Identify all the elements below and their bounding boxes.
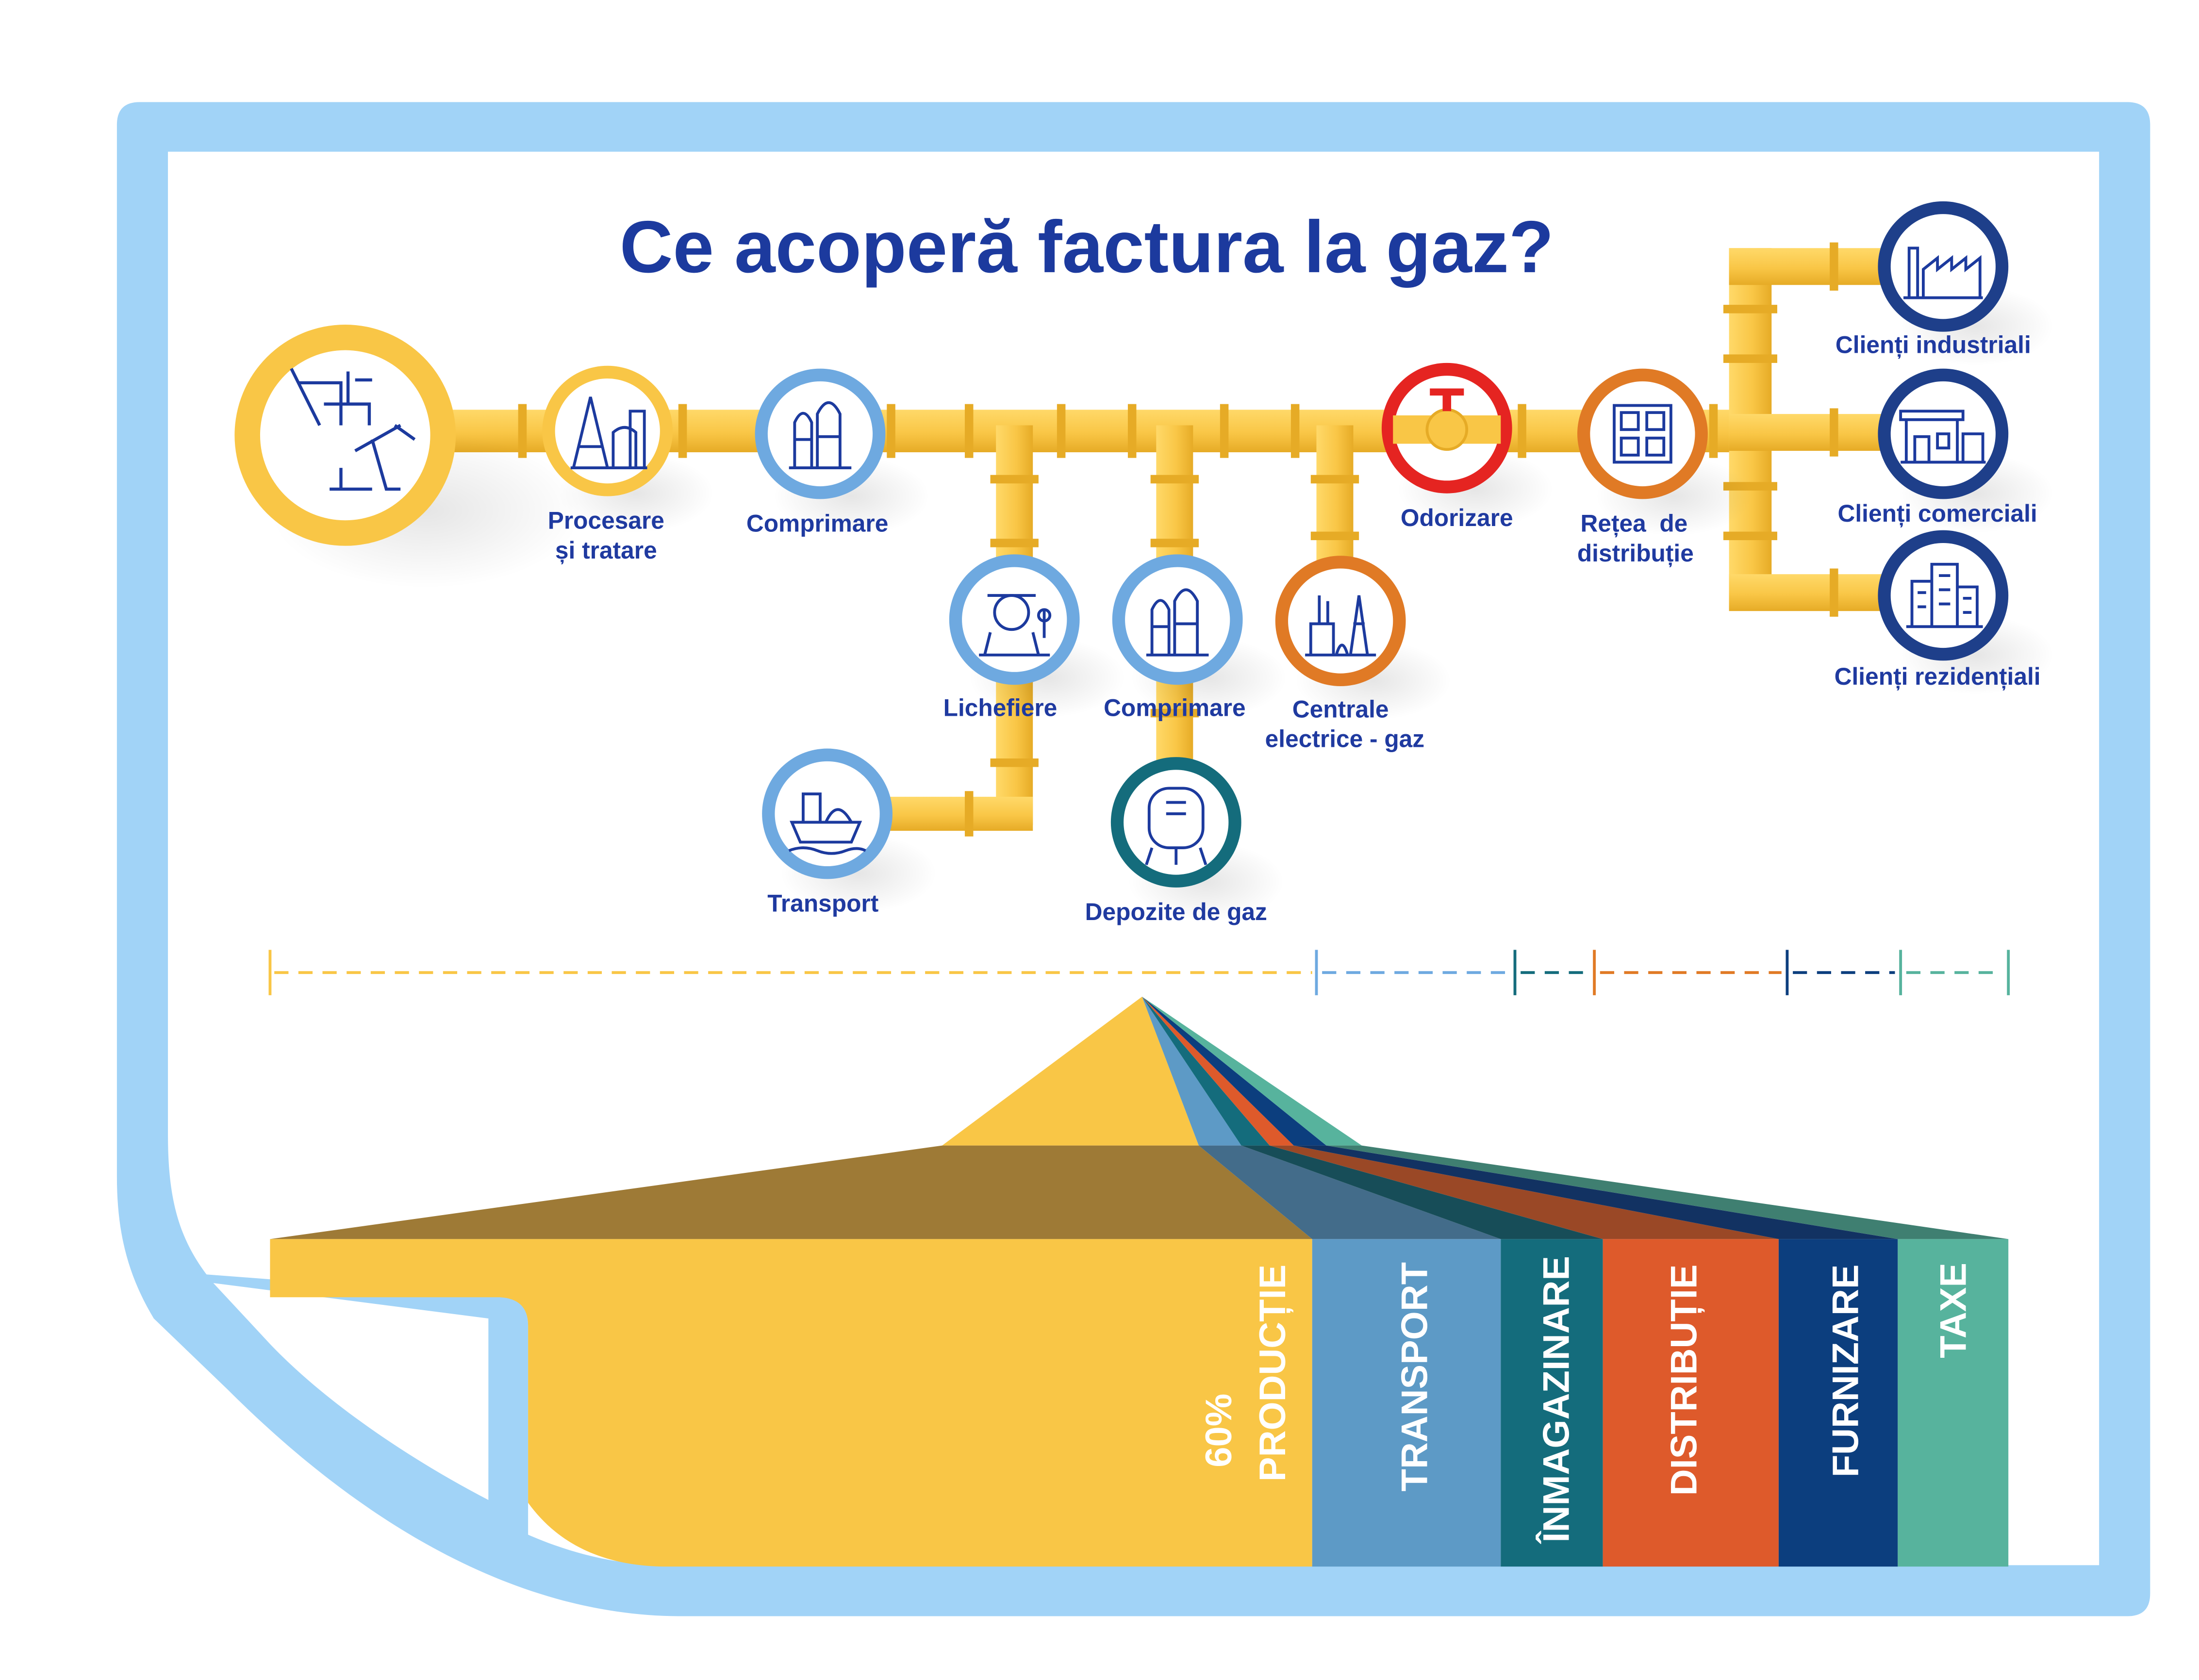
compressor-station-icon [1146, 588, 1209, 657]
liquefaction-tank-icon [979, 594, 1052, 657]
cost-bars [270, 1239, 2009, 1567]
productie-percent: 60% [1198, 1394, 1240, 1467]
inmagazinare-bar-label: ÎNMAGAZINARE [1536, 1256, 1577, 1545]
transport-node: Transport [762, 748, 937, 917]
power-plants-node: Centrale electrice - gaz [1265, 556, 1452, 753]
compression-main-label: Comprimare [746, 510, 889, 537]
residential-clients-node: Clienți rezidențiali [1835, 530, 2054, 695]
processing-label-line2: și tratare [555, 537, 657, 564]
power-plants-label-line2: electrice - gaz [1265, 725, 1424, 753]
industrial-clients-label: Clienți industriali [1835, 331, 2031, 358]
cost-bar-labels: 60% PRODUCȚIE TRANSPORT ÎNMAGAZINARE DIS… [1198, 1256, 1974, 1545]
industrial-clients-node: Clienți industriali [1835, 201, 2054, 366]
gas-tank-icon [1145, 787, 1207, 866]
distribution-network-label-line2: distribuție [1577, 540, 1694, 567]
distribution-network-node: Rețea de distribuție [1577, 368, 1752, 567]
page-title: Ce acoperă factura la gaz? [620, 206, 1554, 288]
valve-icon [1393, 388, 1501, 451]
transport-bar-label: TRANSPORT [1394, 1262, 1435, 1492]
bar-taxe [1898, 1239, 2009, 1567]
refinery-icon [570, 396, 647, 470]
transport-label: Transport [767, 890, 878, 917]
extraction-node [234, 325, 582, 589]
processing-label-line1: Procesare [548, 507, 664, 534]
distribution-network-label-line1: Rețea de [1581, 510, 1688, 537]
cost-scale-line [268, 950, 2010, 995]
bar-furnizare [1778, 1239, 1898, 1567]
lng-ship-icon [788, 792, 866, 855]
storage-node: Depozite de gaz [1085, 757, 1284, 925]
cost-fan [270, 996, 2009, 1239]
productie-label: PRODUCȚIE [1252, 1265, 1293, 1482]
commercial-clients-node: Clienți comerciali [1838, 368, 2054, 533]
processing-node: Procesare și tratare [542, 365, 714, 564]
storage-label: Depozite de gaz [1085, 898, 1267, 925]
compression-storage-label: Comprimare [1104, 694, 1246, 721]
compression-storage-node: Comprimare [1104, 554, 1287, 721]
commercial-clients-label: Clienți comerciali [1838, 500, 2037, 527]
compressor-station-icon [789, 401, 852, 470]
residential-clients-label: Clienți rezidențiali [1835, 663, 2041, 690]
bar-transport [1312, 1239, 1501, 1567]
taxe-bar-label: TAXE [1933, 1263, 1974, 1358]
distributie-bar-label: DISTRIBUȚIE [1663, 1264, 1704, 1496]
liquefaction-label: Lichefiere [943, 694, 1058, 721]
bar-inmagazinare [1501, 1239, 1603, 1567]
furnizare-bar-label: FURNIZARE [1825, 1265, 1867, 1478]
oil-rig-pumpjack-icon [290, 368, 416, 491]
odorization-node: Odorizare [1381, 362, 1554, 531]
power-plant-icon [1305, 595, 1376, 657]
residential-building-icon [1906, 562, 1983, 628]
power-plants-label-line1: Centrale [1292, 695, 1389, 723]
network-grid-icon [1613, 404, 1672, 464]
odorization-label: Odorizare [1401, 504, 1513, 531]
commercial-building-icon [1899, 410, 1986, 464]
bar-distributie [1603, 1239, 1779, 1567]
bar-productie [270, 1239, 1312, 1567]
compression-main-node: Comprimare [746, 368, 929, 537]
liquefaction-node: Lichefiere [943, 554, 1125, 721]
factory-icon [1903, 247, 1983, 299]
